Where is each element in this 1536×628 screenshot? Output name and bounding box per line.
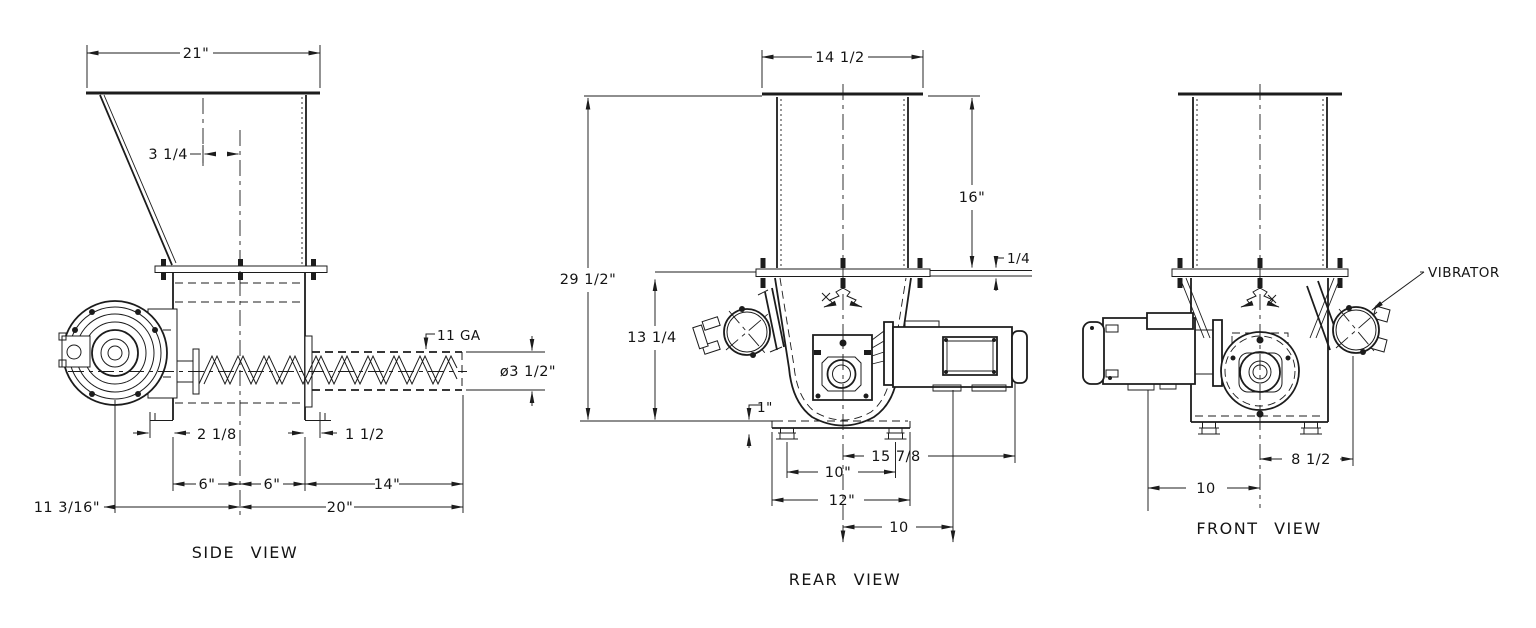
- dim-side-drive-gap: 2 1/8: [197, 427, 237, 443]
- front-view-label: FRONT VIEW: [1196, 519, 1321, 538]
- rear-deflector: [822, 288, 863, 307]
- vibrator-label: VIBRATOR: [1428, 265, 1500, 281]
- dim-side-tube-diameter: ø3 1/2": [500, 364, 556, 380]
- dim-rear-motor-extension: 15 7/8: [871, 449, 920, 465]
- side-dimensions: 21" 3 1/4 11 GA ø3 1/2" 2 1/8: [34, 45, 556, 516]
- side-view-label: SIDE VIEW: [192, 543, 298, 562]
- dim-rear-foot-spacing: 10": [825, 465, 852, 481]
- front-dimensions: 8 1/2 10: [1147, 356, 1354, 511]
- side-view: 21" 3 1/4 11 GA ø3 1/2" 2 1/8: [34, 45, 556, 562]
- rear-feet: [776, 428, 907, 439]
- rear-view: 14 1/2 29 1/2" 16" 1/4 13 1/4 1": [560, 50, 1032, 589]
- rear-motor: [893, 321, 1027, 391]
- dim-side-drive-overhang: 11 3/16": [34, 500, 100, 516]
- rear-vibrator: [693, 288, 784, 358]
- front-view: VIBRATOR 8 1/2 10 FRONT VIEW: [1083, 84, 1500, 538]
- front-vibrator: [1307, 281, 1390, 355]
- dim-side-overall-length: 20": [327, 500, 354, 516]
- dim-rear-base-width: 12": [829, 493, 856, 509]
- front-deflector: [1240, 288, 1280, 307]
- front-bearing-housing: [1221, 332, 1299, 418]
- dim-rear-hopper-height: 16": [959, 190, 986, 206]
- dim-rear-motor-center-offset: 10: [889, 520, 908, 536]
- dim-rear-overall-height: 29 1/2": [560, 272, 617, 288]
- rear-hopper-chute: [762, 94, 923, 268]
- side-inlet-flange: [155, 259, 327, 280]
- dim-side-tube-gauge: 11 GA: [437, 328, 481, 344]
- dim-side-discharge-gap: 1 1/2: [345, 427, 385, 443]
- dim-rear-flange-thickness: 1/4: [1007, 251, 1030, 267]
- front-vibrator-callout: VIBRATOR: [1371, 265, 1500, 310]
- front-feet: [1198, 422, 1322, 434]
- dim-rear-hopper-top-width: 14 1/2: [815, 50, 864, 66]
- front-motor: [1083, 313, 1222, 390]
- dim-side-hopper-top-width: 21": [183, 46, 210, 62]
- dim-rear-trough-height: 13 1/4: [627, 330, 676, 346]
- dim-side-trough-rear-half: 6": [264, 477, 281, 493]
- dim-front-vibrator-offset: 8 1/2: [1291, 452, 1331, 468]
- dim-side-trough-front-half: 6": [199, 477, 216, 493]
- side-drive-motor: [59, 301, 177, 405]
- dim-front-motor-center-offset: 10: [1196, 481, 1215, 497]
- rear-view-label: REAR VIEW: [789, 570, 901, 589]
- dim-side-tube-length: 14": [374, 477, 401, 493]
- rear-inlet-flange: [655, 258, 1032, 288]
- dim-side-center-offset: 3 1/4: [148, 147, 188, 163]
- dim-rear-foot-height: 1": [757, 400, 773, 416]
- rear-gearbox: [813, 322, 893, 400]
- side-hopper: [86, 93, 320, 267]
- rear-dimensions: 14 1/2 29 1/2" 16" 1/4 13 1/4 1": [560, 50, 1030, 543]
- front-hopper-chute: [1178, 94, 1342, 268]
